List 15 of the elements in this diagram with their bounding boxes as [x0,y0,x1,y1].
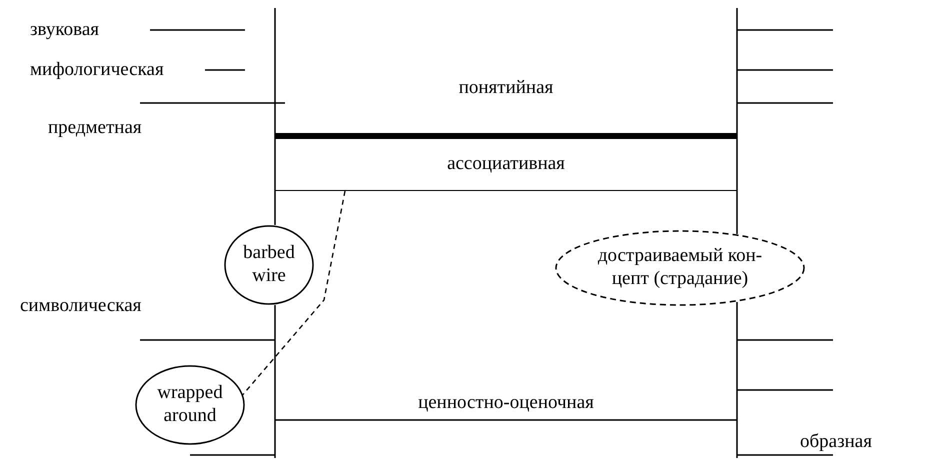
node-text: barbed wire [242,242,296,288]
node-text: wrapped around [156,382,224,428]
node-text: достраиваемый кон- цепт (страдание) [596,245,764,291]
ellipse-node [135,365,245,445]
text-label: образная [800,432,872,451]
node-text: ассоциативная [447,153,565,176]
text-label: понятийная [458,78,554,97]
band-row [275,133,737,191]
text-label: ценностно-оценочная [418,393,594,412]
ellipse-node [224,225,314,305]
text-label: мифологическая [30,60,164,79]
text-label: звуковая [30,20,99,39]
text-label: символическая [20,296,142,315]
ellipse-node [555,230,805,306]
text-label: предметная [48,118,142,137]
